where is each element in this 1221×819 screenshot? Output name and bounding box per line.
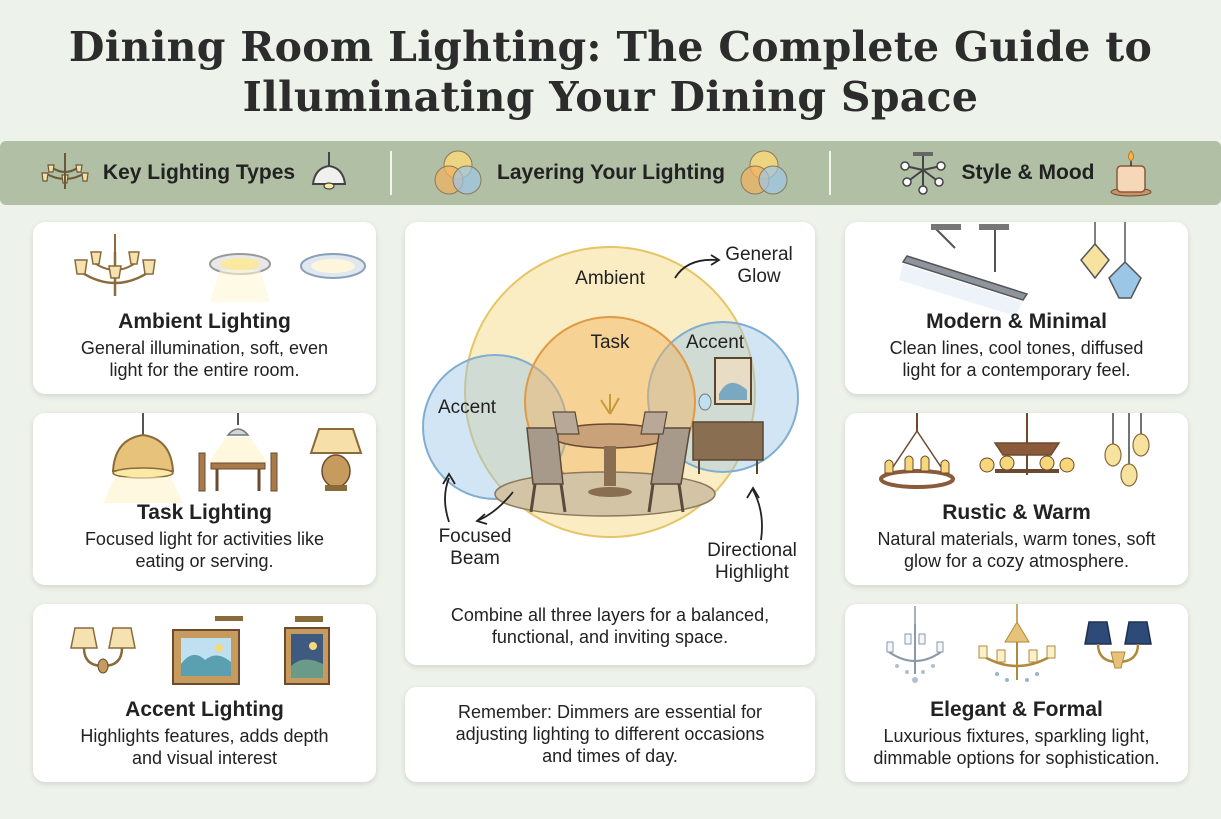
accent-fixtures-illustration <box>70 616 330 685</box>
task-label: Task <box>590 332 630 353</box>
general-glow-line-1: General <box>725 244 793 265</box>
section-layering: Layering Your Lighting <box>392 141 830 205</box>
card-heading: Ambient Lighting <box>118 310 291 333</box>
focused-beam-label: Focused Beam <box>425 526 525 570</box>
framed-art-icon <box>284 616 330 685</box>
framed-landscape-icon <box>172 616 243 685</box>
card-heading: Elegant & Formal <box>930 698 1103 721</box>
card-desc-line-1: Highlights features, adds depth <box>80 726 329 746</box>
card-desc-line-2: glow for a cozy atmosphere. <box>903 551 1130 571</box>
chandelier-icon <box>74 234 156 296</box>
card-desc-line-2: eating or serving. <box>135 551 274 571</box>
section-key-lighting-types: Key Lighting Types <box>0 141 390 205</box>
ambient-fixtures-illustration <box>74 234 366 302</box>
elegant-fixtures-illustration <box>886 604 1152 683</box>
overlapping-circles-icon <box>740 150 788 195</box>
ambient-label: Ambient <box>575 268 645 289</box>
section-label: Layering Your Lighting <box>497 161 725 184</box>
general-glow-arrow <box>674 258 718 279</box>
card-desc-line-1: General illumination, soft, even <box>80 338 329 358</box>
dining-table-icon <box>198 413 278 492</box>
candle-icon <box>1110 150 1151 197</box>
card-desc-line-2: light for a contemporary feel. <box>902 360 1131 380</box>
accent-right-label: Accent <box>685 332 745 353</box>
combine-note: Combine all three layers for a balanced,… <box>405 604 815 648</box>
card-desc-line-2: dimmable options for sophistication. <box>873 748 1160 768</box>
wagon-wheel-chandelier-icon <box>879 413 955 489</box>
general-glow-label: General Glow <box>717 244 801 288</box>
edison-bulb-pendant-icon <box>1104 413 1150 487</box>
reminder-line-1: Remember: Dimmers are essential for <box>457 702 763 722</box>
card-heading: Accent Lighting <box>125 698 284 721</box>
card-desc-line-1: Focused light for activities like <box>84 529 325 549</box>
card-reminder: Remember: Dimmers are essential for adju… <box>405 687 815 782</box>
title-line-2: Illuminating Your Dining Space <box>242 73 979 121</box>
directional-line-2: Highlight <box>715 562 789 583</box>
reminder-line-2: adjusting lighting to different occasion… <box>455 724 765 744</box>
card-modern-minimal: Modern & Minimal Clean lines, cool tones… <box>845 222 1188 394</box>
directional-arrow <box>752 489 763 541</box>
dining-scene-illustration <box>494 357 764 517</box>
band-divider <box>829 151 831 195</box>
card-ambient-lighting: Ambient Lighting General illumination, s… <box>33 222 376 394</box>
card-desc-line-1: Natural materials, warm tones, soft <box>877 529 1156 549</box>
pendant-lamp-icon <box>103 413 183 503</box>
combine-line-2: functional, and inviting space. <box>491 627 729 647</box>
card-layering-diagram: Ambient Task Accent Accent General Glow … <box>405 222 815 665</box>
focused-beam-line-1: Focused <box>438 526 512 547</box>
title-line-1: Dining Room Lighting: The Complete Guide… <box>68 23 1153 71</box>
accent-left-label: Accent <box>437 397 497 418</box>
crystal-chandelier-icon <box>886 606 944 683</box>
card-heading: Modern & Minimal <box>926 310 1107 333</box>
combine-line-1: Combine all three layers for a balanced, <box>450 605 770 625</box>
wall-sconce-icon <box>70 627 136 674</box>
focused-beam-arrow <box>478 491 514 521</box>
accent-left-arrow <box>444 477 450 523</box>
pendant-lamp-icon <box>311 152 347 190</box>
table-lamp-icon <box>309 428 363 491</box>
geometric-pendant-icon <box>1080 222 1142 299</box>
overlapping-circles-icon <box>434 150 482 195</box>
section-label: Style & Mood <box>961 161 1095 184</box>
card-desc-line-1: Luxurious fixtures, sparkling light, <box>883 726 1150 746</box>
chandelier-icon <box>41 153 89 189</box>
card-desc-line-2: and visual interest <box>131 748 278 768</box>
navy-wall-sconce-icon <box>1084 621 1152 669</box>
venn-diagram <box>422 246 799 541</box>
section-style-mood: Style & Mood <box>831 141 1221 205</box>
card-desc-line-2: light for the entire room. <box>109 360 300 380</box>
annotation-arrows <box>442 254 763 541</box>
directional-highlight-label: Directional Highlight <box>697 540 807 584</box>
card-heading: Rustic & Warm <box>942 501 1091 524</box>
rustic-chandelier-icon <box>979 413 1075 475</box>
band-divider <box>390 151 392 195</box>
general-glow-line-2: Glow <box>737 266 781 287</box>
page-title: Dining Room Lighting: The Complete Guide… <box>0 22 1221 122</box>
modern-fixtures-illustration <box>899 222 1142 316</box>
reminder-note: Remember: Dimmers are essential for adju… <box>405 701 815 767</box>
card-accent-lighting: Accent Lighting Highlights features, add… <box>33 604 376 782</box>
reminder-line-3: and times of day. <box>542 746 678 766</box>
recessed-light-icon <box>209 253 271 302</box>
card-elegant-formal: Elegant & Formal Luxurious fixtures, spa… <box>845 604 1188 782</box>
gold-chandelier-icon <box>978 604 1056 682</box>
flush-mount-light-icon <box>300 253 366 279</box>
sputnik-light-icon <box>900 152 947 195</box>
rustic-fixtures-illustration <box>879 413 1150 489</box>
card-rustic-warm: Rustic & Warm Natural materials, warm to… <box>845 413 1188 585</box>
section-label: Key Lighting Types <box>102 161 296 184</box>
task-fixtures-illustration <box>103 413 363 503</box>
card-task-lighting: Task Lighting Focused light for activiti… <box>33 413 376 585</box>
linear-pendant-icon <box>899 224 1029 316</box>
directional-line-1: Directional <box>707 540 797 561</box>
card-heading: Task Lighting <box>137 501 272 524</box>
focused-beam-line-2: Beam <box>450 548 500 569</box>
section-header-band: Key Lighting Types Layering Your Lightin… <box>0 141 1221 205</box>
card-desc-line-1: Clean lines, cool tones, diffused <box>889 338 1144 358</box>
